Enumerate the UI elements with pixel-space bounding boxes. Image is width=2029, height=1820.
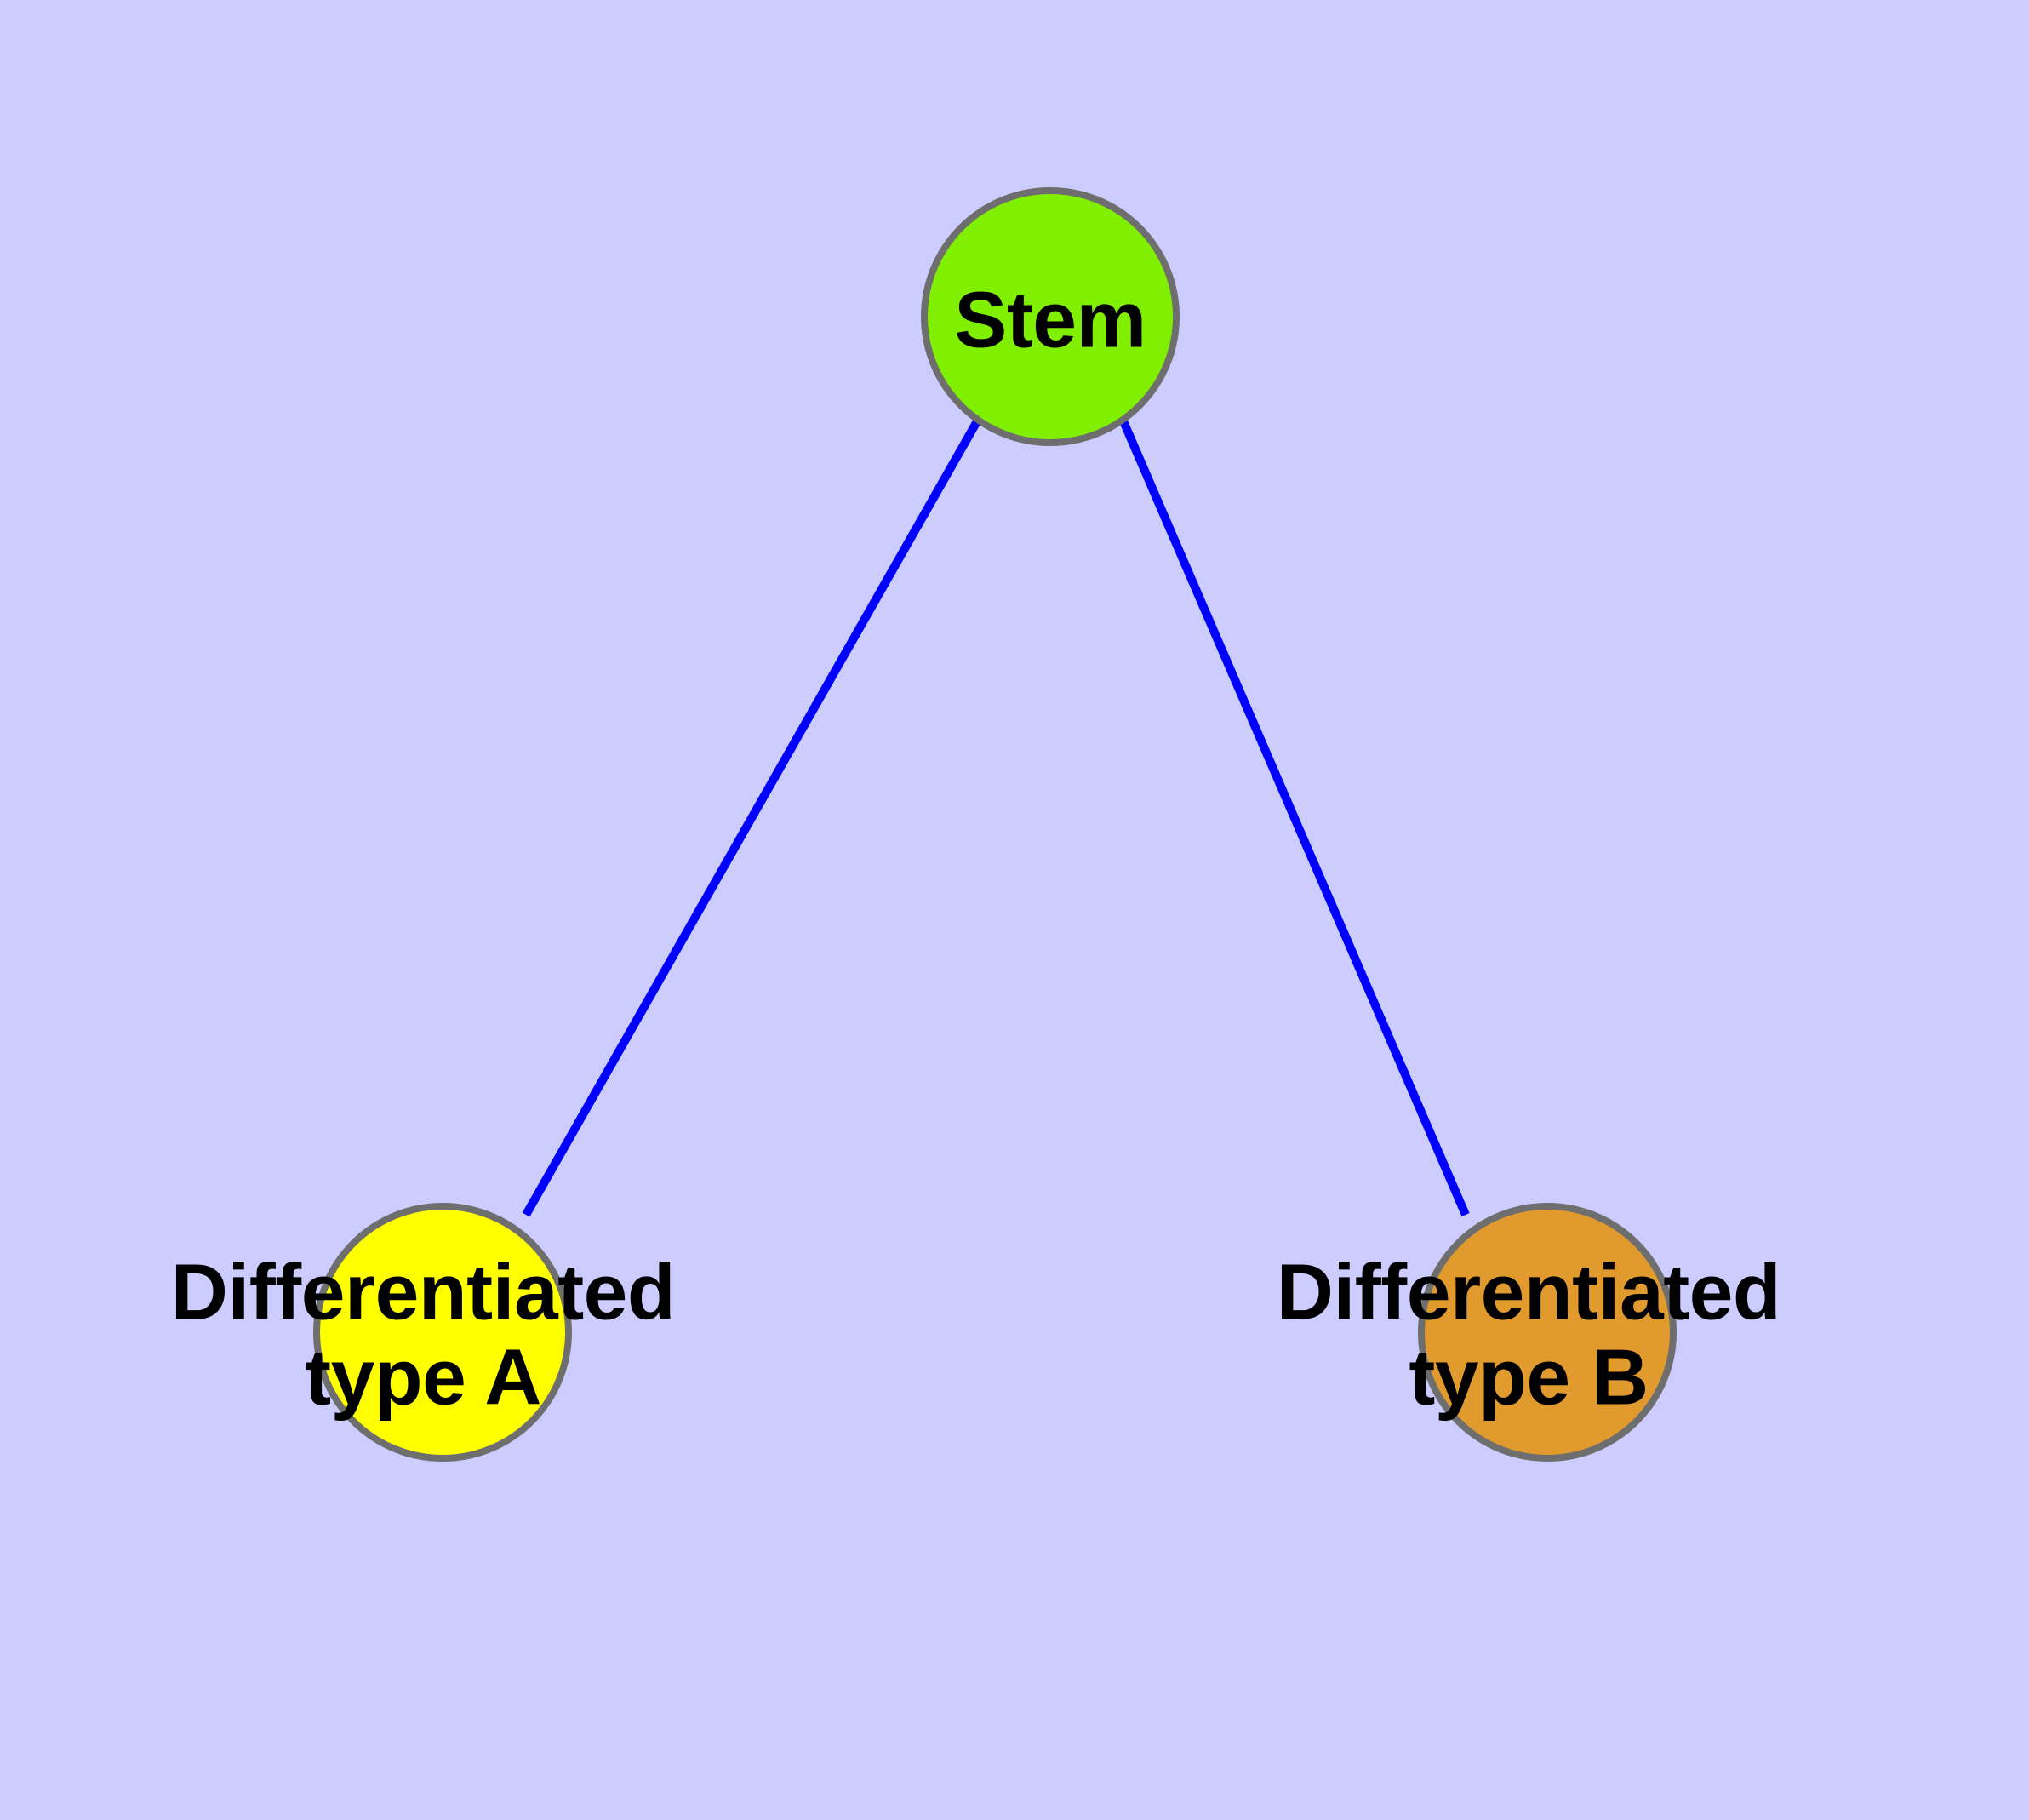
edge-layer [522,419,1470,1217]
node-differentiated-type-b[interactable] [1418,1203,1677,1462]
edge-stem-to-differentiated-type-b[interactable] [1119,420,1470,1216]
node-layer [313,187,1677,1462]
node-stem[interactable] [921,187,1180,446]
node-differentiated-type-a[interactable] [313,1203,572,1462]
edge-stem-to-differentiated-type-a[interactable] [522,419,981,1217]
